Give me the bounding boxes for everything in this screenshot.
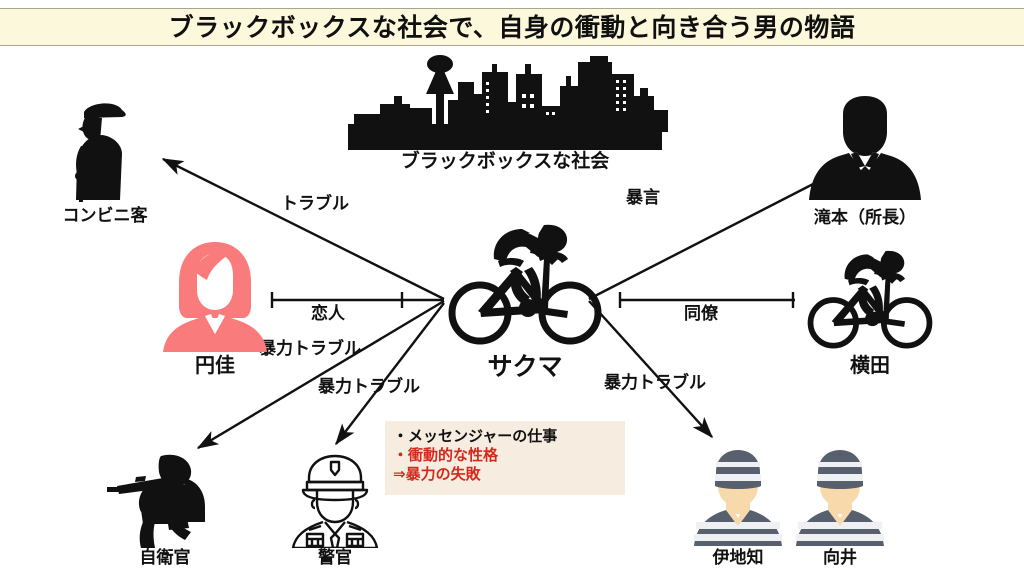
node-label-customer: コンビニ客 xyxy=(62,206,148,226)
police-officer-icon xyxy=(283,450,388,548)
node-takimoto: 滝本（所長） xyxy=(775,96,955,228)
node-soldier: 自衛官 xyxy=(100,448,230,568)
node-label-mukai: 向井 xyxy=(823,548,857,568)
node-label-yokota: 横田 xyxy=(850,353,890,377)
node-label-ijichi: 伊地知 xyxy=(712,548,764,568)
edge-label-to-prisoners: 暴力トラブル xyxy=(604,373,706,393)
node-label-society: ブラックボックスな社会 xyxy=(400,150,610,172)
female-avatar-icon xyxy=(155,238,275,353)
edge-bar-to-madoka xyxy=(270,292,444,308)
prisoner-icon xyxy=(792,448,888,548)
note-line-1: ・メッセンジャーの仕事 xyxy=(393,427,558,445)
city-skyline-icon xyxy=(340,52,670,152)
soldier-rifle-icon xyxy=(105,448,225,548)
title-banner: ブラックボックスな社会で、自身の衝動と向き合う男の物語 xyxy=(0,8,1024,46)
node-label-soldier: 自衛官 xyxy=(139,548,191,568)
prisoner-icon xyxy=(690,448,786,548)
node-yokota: 横田 xyxy=(795,243,945,376)
node-madoka: 円佳 xyxy=(150,238,280,376)
note-line-2: ・衝動的な性格 xyxy=(393,446,499,465)
node-society: ブラックボックスな社会 xyxy=(340,52,670,172)
node-label-takimoto: 滝本（所長） xyxy=(814,208,916,228)
edge-label-to-police: 暴力トラブル xyxy=(318,377,420,397)
node-label-police: 警官 xyxy=(318,548,352,568)
node-mukai: 向井 xyxy=(785,448,895,568)
node-ijichi: 伊地知 xyxy=(683,448,793,568)
note-line-3: ⇒暴力の失敗 xyxy=(393,465,481,484)
elderly-man-cane-icon xyxy=(50,96,160,206)
cyclist-icon xyxy=(440,215,610,350)
cyclist-icon xyxy=(800,243,940,353)
node-label-sakuma: サクマ xyxy=(487,352,563,381)
node-sakuma: サクマ xyxy=(435,215,615,380)
edge-label-to-madoka: 恋人 xyxy=(311,304,345,324)
note-box: ・メッセンジャーの仕事 ・衝動的な性格 ⇒暴力の失敗 xyxy=(385,421,625,495)
edge-label-to-customer: トラブル xyxy=(281,194,349,214)
edge-label-to-takimoto: 暴言 xyxy=(626,188,660,208)
node-police: 警官 xyxy=(275,450,395,568)
node-customer: コンビニ客 xyxy=(40,96,170,226)
businessman-bust-icon xyxy=(795,96,935,208)
node-label-madoka: 円佳 xyxy=(195,353,235,377)
edge-label-to-soldier: 暴力トラブル xyxy=(259,339,361,359)
page-title: ブラックボックスな社会で、自身の衝動と向き合う男の物語 xyxy=(168,12,856,42)
edge-label-to-yokota: 同僚 xyxy=(684,304,718,324)
